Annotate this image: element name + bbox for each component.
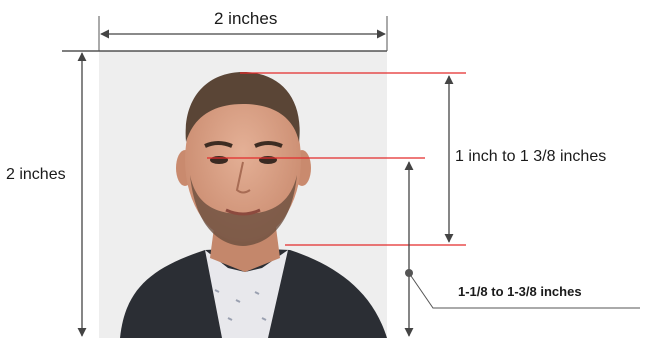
left-eye xyxy=(210,156,228,164)
width-dimension xyxy=(98,16,388,51)
beard xyxy=(190,175,297,246)
eye-height-callout xyxy=(405,269,640,309)
right-eye xyxy=(259,156,277,164)
face xyxy=(185,78,301,242)
portrait xyxy=(120,72,387,338)
callout-leader-line xyxy=(408,272,640,309)
eye-height-label: 1-1/8 to 1-3/8 inches xyxy=(458,284,582,299)
nose xyxy=(235,161,251,194)
shirt xyxy=(205,250,288,338)
photo-width-label: 2 inches xyxy=(214,9,278,28)
passport-photo xyxy=(99,51,387,338)
hair xyxy=(185,72,300,142)
photo-height-label: 2 inches xyxy=(6,166,66,183)
mouth xyxy=(225,208,261,216)
head-height-label: 1 inch to 1 3/8 inches xyxy=(455,148,607,165)
